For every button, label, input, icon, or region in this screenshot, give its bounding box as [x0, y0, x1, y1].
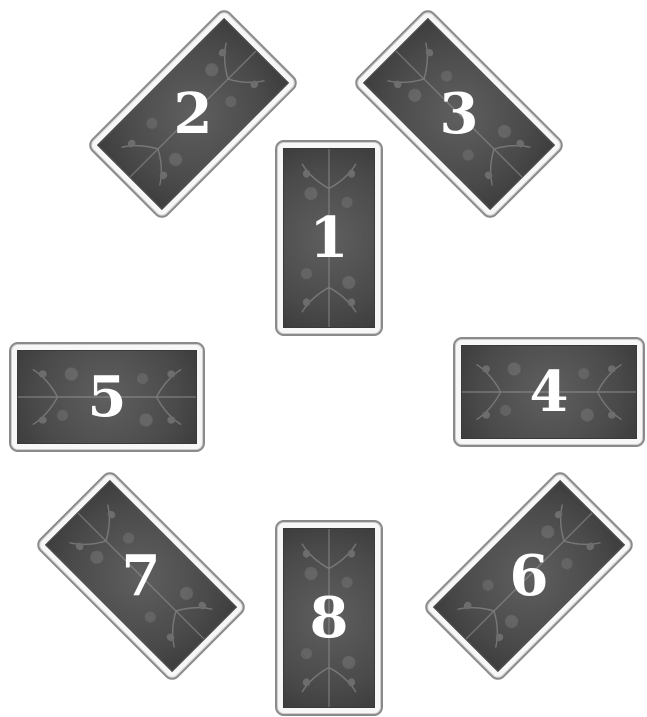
- card-number: 3: [440, 86, 479, 142]
- card-6[interactable]: 6: [422, 469, 637, 684]
- card-5[interactable]: 5: [9, 342, 205, 452]
- card-back-pattern: 7: [45, 480, 237, 672]
- card-number: 8: [310, 590, 349, 646]
- card-back-pattern: 6: [433, 480, 625, 672]
- card-3[interactable]: 3: [352, 7, 567, 222]
- card-number: 4: [530, 364, 569, 420]
- card-1[interactable]: 1: [275, 140, 383, 336]
- card-2[interactable]: 2: [86, 7, 301, 222]
- card-number: 2: [174, 86, 213, 142]
- card-number: 5: [88, 369, 127, 425]
- card-back-pattern: 3: [363, 18, 555, 210]
- card-7[interactable]: 7: [34, 469, 249, 684]
- card-back-pattern: 4: [461, 345, 637, 439]
- card-back-pattern: 2: [97, 18, 289, 210]
- card-4[interactable]: 4: [453, 337, 645, 447]
- card-8[interactable]: 8: [275, 520, 383, 716]
- card-back-pattern: 5: [17, 350, 197, 444]
- card-back-pattern: 1: [283, 148, 375, 328]
- card-back-pattern: 8: [283, 528, 375, 708]
- card-number: 1: [310, 210, 349, 266]
- card-number: 7: [122, 548, 161, 604]
- card-number: 6: [510, 548, 549, 604]
